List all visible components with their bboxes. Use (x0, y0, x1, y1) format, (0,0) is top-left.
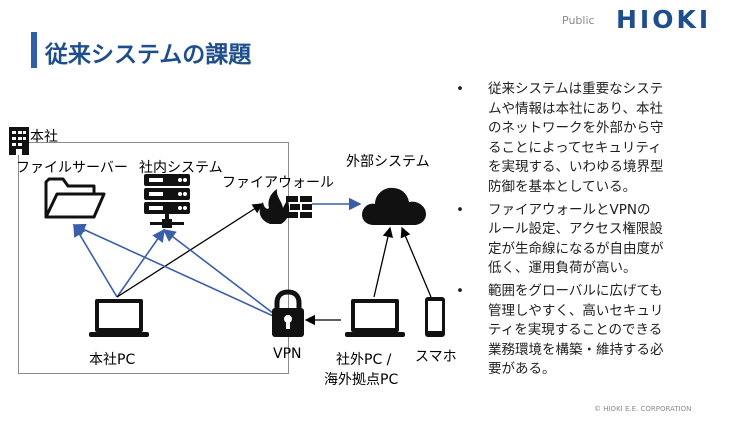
bullet-line: ルール設定、アクセス権限設 (488, 221, 663, 238)
smartphone-label: スマホ (415, 349, 457, 365)
arrow-hqpc-to-fileserver (73, 223, 118, 298)
building-icon (9, 127, 29, 155)
bullet-marker: • (456, 201, 464, 218)
hq-boundary-box (18, 142, 289, 374)
arrow-hqpc-to-firewall (116, 203, 264, 298)
external-system-label: 外部システム (346, 154, 430, 170)
firewall-label: ファイアウォール (222, 175, 334, 191)
arrow-smartphone-to-external (400, 226, 432, 298)
bullet-line: 範囲をグローバルに広げても (488, 282, 663, 299)
arrow-remotepc-to-external (373, 226, 394, 298)
challenge-bullet-list: • 従来システムは重要なシステ ムや情報は本社にあり、本社 のネットワークを外部… (455, 80, 715, 383)
hioki-logo: HIOKI (616, 5, 712, 34)
smartphone-icon (425, 297, 445, 337)
bullet-line: のネットワークを外部から守 (488, 120, 664, 137)
title-accent-bar (31, 32, 37, 68)
bullet-line: 従来システムは重要なシステ (488, 81, 664, 97)
bullet-line: ファイアウォールとVPNの (488, 201, 651, 218)
overseas-pc-label: 海外拠点PC (324, 372, 399, 388)
hq-label: 本社 (30, 129, 58, 145)
laptop-icon-remote (345, 299, 405, 337)
bullet-item: • 従来システムは重要なシステ ムや情報は本社にあり、本社 のネットワークを外部… (455, 80, 715, 198)
arrow-vpn-to-fileserver (72, 223, 283, 321)
bullet-item: • ファイアウォールとVPNの ルール設定、アクセス権限設 定が生命線になるが自… (455, 201, 715, 279)
firewall-icon (259, 189, 312, 224)
bullet-line: 低く、運用負荷が高い。 (488, 260, 637, 277)
bullet-line: を実現する、いわゆる境界型 (488, 159, 664, 176)
public-label: Public (562, 14, 595, 27)
server-icon (144, 174, 190, 228)
file-server-label: ファイルサーバー (16, 160, 128, 176)
bullet-line: 管理しやすく、高いセキュリ (488, 302, 664, 319)
remote-pc-label: 社外PC / (336, 352, 392, 368)
vpn-label: VPN (273, 346, 302, 362)
lock-icon (272, 289, 304, 337)
bullet-marker: • (456, 81, 464, 97)
cloud-icon (362, 187, 426, 225)
bullet-marker: • (456, 282, 464, 299)
bullet-line: 業務環境を構築・維持する必 (488, 341, 664, 358)
arrow-hqpc-to-internal (116, 228, 165, 298)
folder-icon (44, 177, 106, 219)
bullet-line: ムや情報は本社にあり、本社 (488, 100, 663, 117)
bullet-line: ることによってセキュリティ (488, 139, 662, 156)
bullet-line: 要がある。 (488, 361, 556, 378)
bullet-line: ティを実現することのできる (488, 322, 663, 339)
bullet-line: 定が生命線になるが自由度が (488, 240, 664, 257)
hq-pc-label: 本社PC (89, 352, 136, 368)
internal-system-label: 社内システム (139, 160, 223, 176)
bullet-item: • 範囲をグローバルに広げても 管理しやすく、高いセキュリ ティを実現することの… (455, 282, 715, 380)
laptop-icon-hq (89, 299, 149, 337)
copyright-text: © HIOKI E.E. CORPORATION (594, 405, 692, 413)
bullet-line: 防御を基本としている。 (488, 178, 637, 195)
arrow-vpn-to-internal (162, 229, 283, 321)
page-title: 従来システムの課題 (45, 42, 252, 68)
